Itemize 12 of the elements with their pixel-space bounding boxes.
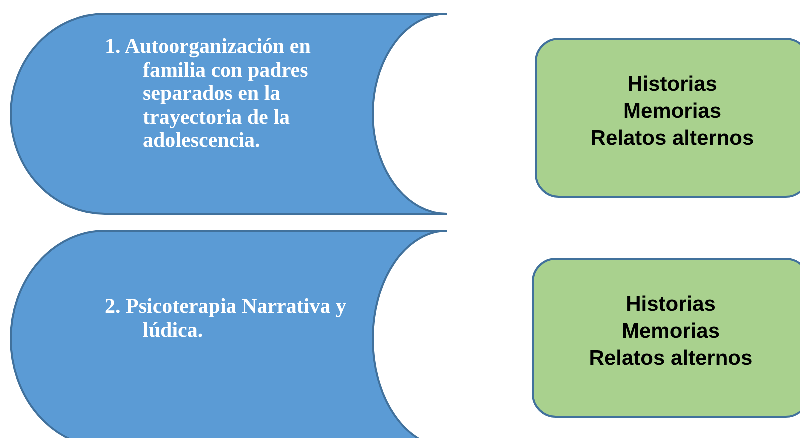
stored-data-shape xyxy=(10,13,447,215)
box-text: Memorias xyxy=(622,318,720,344)
box-text: Memorias xyxy=(623,98,722,124)
rounded-box xyxy=(535,38,800,198)
box-text: Relatos alternos xyxy=(589,346,753,372)
box-text: Historias xyxy=(626,292,716,318)
list-item-text: 1. Autoorganización en familia con padres separados en la trayectoria de la adolescencia. xyxy=(105,35,312,152)
rounded-box xyxy=(532,258,800,418)
list-item-text: 2. Psicoterapia Narrativa y lúdica. xyxy=(105,295,348,342)
box-text: Historias xyxy=(628,72,718,98)
stored-data-shape xyxy=(10,230,447,438)
box-text: Relatos alternos xyxy=(590,126,754,152)
